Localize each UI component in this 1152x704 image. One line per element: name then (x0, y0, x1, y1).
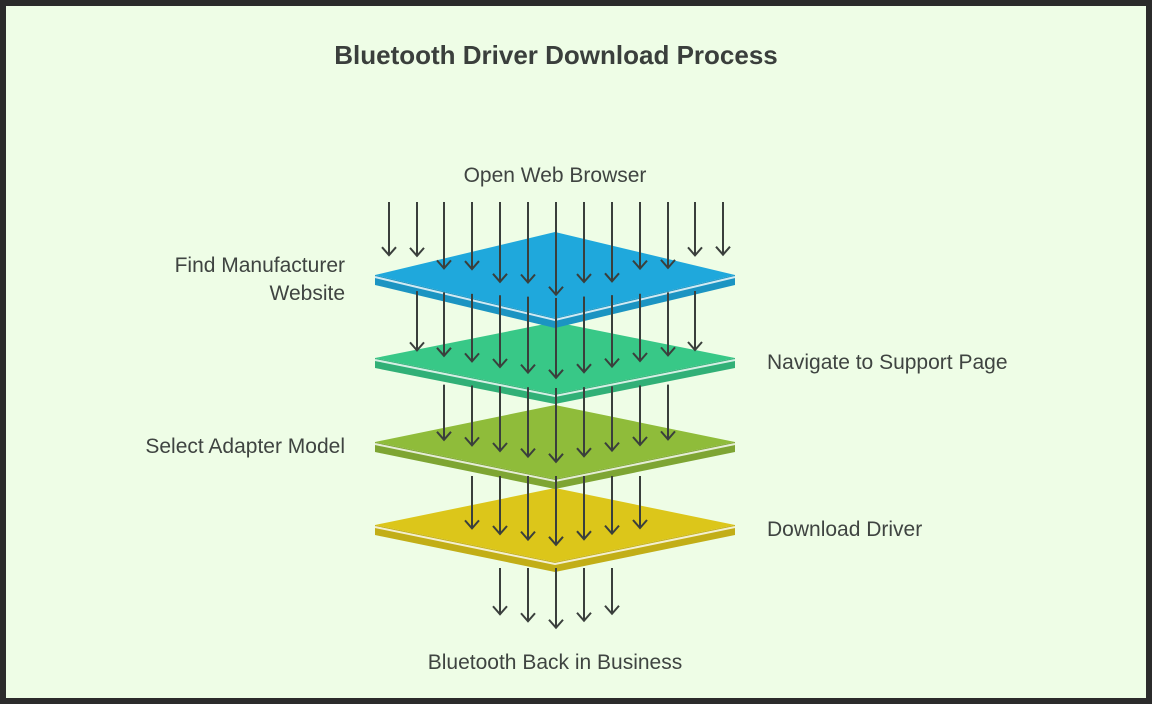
arrow-group-3 (520, 387, 536, 459)
arrow-group-3 (492, 386, 508, 453)
arrow-group-3 (464, 385, 480, 447)
arrow-group-2 (604, 295, 620, 369)
arrow-group-1 (660, 202, 676, 270)
step-bluetooth-back-in-business: Bluetooth Back in Business (427, 651, 683, 674)
arrow-group-1 (715, 202, 731, 257)
arrow-group-1 (492, 202, 508, 284)
arrow-group-2 (520, 296, 536, 375)
arrow-group-1 (632, 202, 648, 271)
arrow-group-1 (409, 202, 425, 258)
arrow-group-2 (660, 292, 676, 357)
arrow-group-2 (576, 296, 592, 374)
arrow-group-3 (604, 386, 620, 453)
arrow-group-2 (409, 291, 425, 352)
arrow-group-4 (632, 476, 648, 530)
arrow-group-3 (660, 384, 676, 441)
arrow-group-4 (520, 476, 536, 542)
arrow-group-2 (632, 293, 648, 363)
arrow-group-2 (492, 295, 508, 369)
arrow-group-2 (687, 291, 703, 352)
arrow-group-1 (687, 202, 703, 257)
arrow-group-5 (492, 568, 508, 616)
step-find-manufacturer-website: Find Manufacturer Website (174, 254, 345, 305)
arrow-group-1 (520, 202, 536, 285)
arrow-group-3 (436, 384, 452, 442)
arrow-group-1 (604, 202, 620, 283)
arrow-group-3 (632, 385, 648, 447)
arrow-group-1 (381, 202, 397, 257)
arrow-group-5 (604, 568, 620, 616)
arrow-group-1 (436, 202, 452, 270)
arrow-group-5 (548, 568, 564, 630)
arrow-group-1 (464, 202, 480, 271)
arrow-group-1 (576, 202, 592, 284)
arrow-group-3 (576, 387, 592, 458)
step-navigate-support-page: Navigate to Support Page (767, 351, 1008, 374)
arrow-group-3 (548, 387, 564, 464)
arrow-group-4 (548, 476, 564, 547)
arrow-group-4 (464, 476, 480, 530)
diagram-title: Bluetooth Driver Download Process (334, 40, 778, 70)
arrow-group-2 (548, 297, 564, 380)
arrow-group-5 (520, 568, 536, 623)
step-select-adapter-model: Select Adapter Model (145, 435, 345, 458)
arrow-group-2 (436, 292, 452, 358)
arrow-group-4 (492, 476, 508, 536)
step-download-driver: Download Driver (767, 518, 923, 541)
arrow-group-4 (604, 476, 620, 536)
arrow-group-1 (548, 202, 564, 297)
arrow-group-2 (464, 293, 480, 363)
arrow-group-5 (576, 568, 592, 623)
step-open-web-browser: Open Web Browser (463, 164, 647, 187)
arrow-group-4 (576, 476, 592, 541)
